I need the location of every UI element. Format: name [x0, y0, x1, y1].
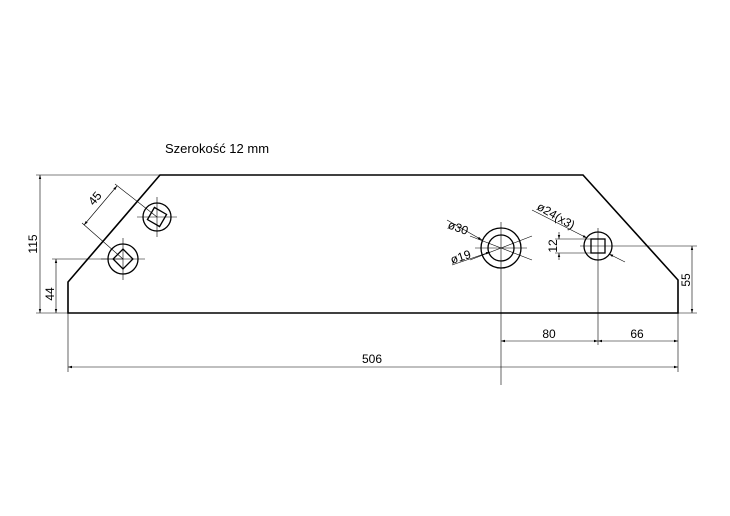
dim-dia-30: ø30 [446, 218, 471, 238]
plate-outline [67, 174, 679, 314]
dim-80: 80 [542, 327, 556, 341]
dim-45: 45 [85, 189, 105, 208]
dim-506: 506 [362, 352, 382, 366]
dim-dia-24: ø24(x3) [535, 199, 578, 232]
dim-66: 66 [630, 327, 644, 341]
dim-44: 44 [43, 287, 57, 301]
dim-dia-19: ø19 [449, 247, 473, 267]
right-hole [580, 228, 697, 345]
dim-115: 115 [26, 234, 40, 253]
dim-55: 55 [679, 273, 693, 287]
dim-12: 12 [546, 239, 560, 253]
center-hole [469, 222, 533, 385]
drawing-title: Szerokość 12 mm [165, 141, 269, 156]
